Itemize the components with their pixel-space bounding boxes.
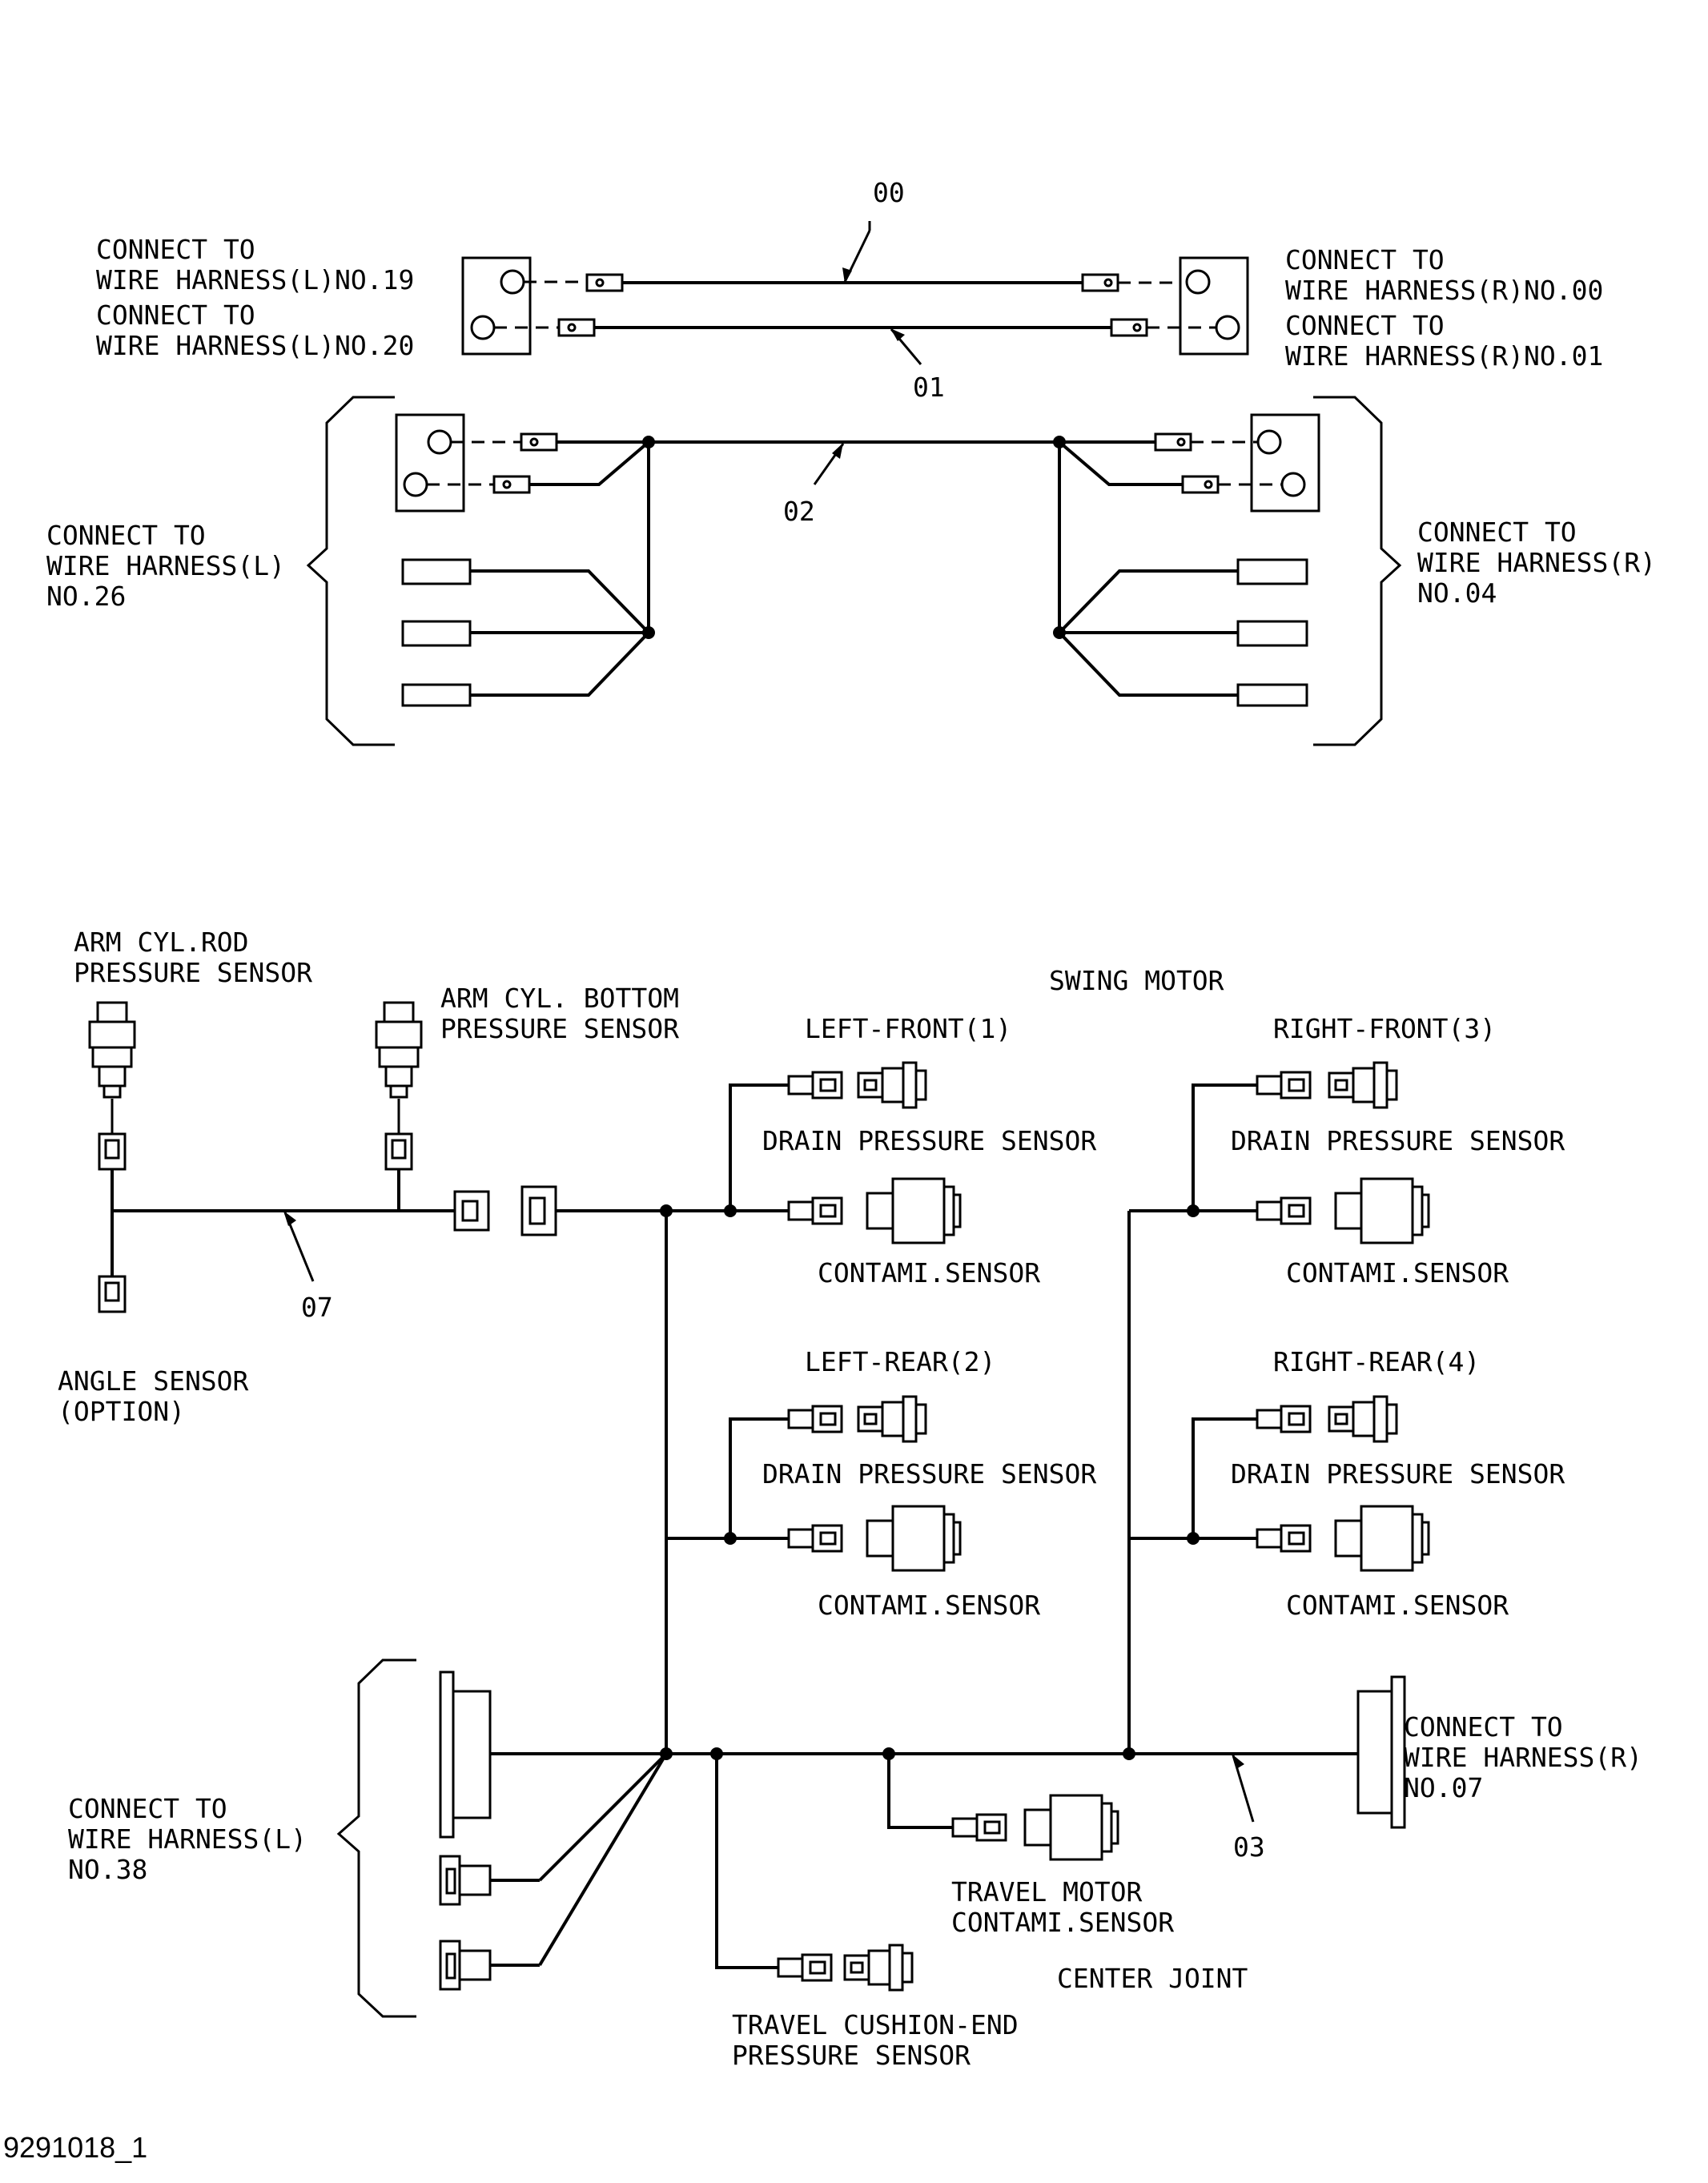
swing-motor-label: SWING MOTOR (1049, 965, 1224, 996)
spade-terminal-icon (1236, 620, 1308, 647)
center-joint-label: CENTER JOINT (1057, 1963, 1248, 1994)
drain-label-lr: DRAIN PRESSURE SENSOR (762, 1458, 1096, 1490)
right-group-connector-block (1250, 413, 1320, 513)
arm-rod-pressure-sensor-icon (88, 1001, 136, 1099)
left-group-connector-block (395, 413, 465, 513)
contami-label-rr: CONTAMI.SENSOR (1286, 1590, 1509, 1621)
contami-label-rf: CONTAMI.SENSOR (1286, 1257, 1509, 1288)
connector-flange-icon (1390, 1675, 1406, 1829)
travel-motor-label: TRAVEL MOTOR CONTAMI.SENSOR (951, 1876, 1174, 1938)
plug-icon (1256, 1196, 1312, 1225)
angle-sensor-label: ANGLE SENSOR (OPTION) (58, 1365, 264, 1427)
spade-terminal-icon (401, 620, 472, 647)
travel-cushion-pressure-sensor-icon (843, 1944, 914, 1992)
plug-icon (458, 1949, 492, 1981)
right-connect-group-07 (1356, 1675, 1406, 1829)
plug-icon (787, 1524, 843, 1553)
plug-icon (1256, 1405, 1312, 1433)
plug-icon (777, 1953, 833, 1982)
connector-body-icon (1356, 1690, 1393, 1815)
spade-terminal-icon (401, 558, 472, 585)
drain-label-lf: DRAIN PRESSURE SENSOR (762, 1125, 1096, 1156)
contami-sensor-icon (1334, 1177, 1430, 1244)
wire-07: 07 (88, 1001, 557, 1323)
left-front-sensor-group (729, 1061, 962, 1572)
plug-icon (787, 1071, 843, 1100)
contami-sensor-icon (1334, 1505, 1430, 1572)
travel-motor-contami-group (882, 1747, 1119, 1861)
travel-cushion-label: TRAVEL CUSHION-END PRESSURE SENSOR (732, 2009, 1035, 2071)
left-group-label: CONNECT TO WIRE HARNESS(L) NO.26 (46, 520, 301, 612)
wire-00: 00 (461, 177, 1249, 356)
wire-label-02: 02 (783, 496, 815, 527)
bottom-harness-section: 07 03 (58, 927, 1658, 2071)
left-bracket (306, 396, 395, 746)
terminal-icon (1185, 269, 1211, 295)
wire-label-03: 03 (1233, 1831, 1265, 1863)
wire-02: 02 (306, 396, 1402, 746)
spade-terminal-icon (1236, 558, 1308, 585)
drain-pressure-sensor-icon (857, 1061, 927, 1109)
contami-sensor-icon (866, 1177, 962, 1244)
plug-icon (585, 273, 624, 292)
right-group-label: CONNECT TO WIRE HARNESS(R) NO.04 (1417, 517, 1672, 609)
drain-label-rr: DRAIN PRESSURE SENSOR (1231, 1458, 1565, 1490)
plug-icon (557, 318, 596, 337)
drain-pressure-sensor-icon (1328, 1395, 1398, 1443)
right-sensor-group (1192, 1061, 1430, 1572)
right-rear-label: RIGHT-REAR(4) (1273, 1346, 1480, 1377)
drain-pressure-sensor-icon (857, 1395, 927, 1443)
travel-motor-contami-sensor-icon (1023, 1794, 1119, 1861)
right-front-label: RIGHT-FRONT(3) (1273, 1013, 1496, 1044)
contami-sensor-icon (866, 1505, 962, 1572)
arm-rod-label: ARM CYL.ROD PRESSURE SENSOR (74, 927, 312, 988)
plug-icon (520, 432, 558, 452)
plug-icon (787, 1196, 843, 1225)
left-bracket (336, 1658, 416, 2018)
plug-icon (1256, 1524, 1312, 1553)
plug-icon (458, 1864, 492, 1896)
drawing-number: 9291018_1 (3, 2131, 147, 2164)
spade-terminal-icon (401, 683, 472, 707)
left-group-38-label: CONNECT TO WIRE HARNESS(L) NO.38 (68, 1793, 323, 1885)
left-connect-group-38 (336, 1658, 668, 2018)
right-group-07-label: CONNECT TO WIRE HARNESS(R) NO.07 (1404, 1711, 1658, 1803)
left-front-label: LEFT-FRONT(1) (805, 1013, 1011, 1044)
travel-cushion-group (715, 1754, 914, 1992)
angle-sensor-plug-icon (98, 1275, 127, 1313)
wire-label-00: 00 (873, 177, 905, 208)
wire-label-07: 07 (301, 1292, 333, 1323)
drain-label-rf: DRAIN PRESSURE SENSOR (1231, 1125, 1565, 1156)
wire-01: 01 (494, 318, 1216, 403)
plug-icon (98, 1132, 127, 1171)
connector-flange-icon (439, 1670, 455, 1839)
plug-icon (384, 1132, 413, 1171)
connector-body-icon (452, 1690, 492, 1819)
right-bracket (1313, 396, 1402, 746)
contami-label-lf: CONTAMI.SENSOR (818, 1257, 1040, 1288)
wire-label-01: 01 (913, 372, 945, 403)
plug-icon (787, 1405, 843, 1433)
contami-label-lr: CONTAMI.SENSOR (818, 1590, 1040, 1621)
plug-icon (492, 475, 531, 494)
arm-bottom-pressure-sensor-icon (375, 1001, 423, 1099)
top-harness-section: 00 01 (46, 177, 1672, 746)
left-upper-label-2: CONNECT TO WIRE HARNESS(L)NO.20 (96, 300, 414, 361)
left-upper-label-1: CONNECT TO WIRE HARNESS(L)NO.19 (96, 234, 414, 295)
left-rear-label: LEFT-REAR(2) (805, 1346, 995, 1377)
plug-icon (1256, 1071, 1312, 1100)
arm-bottom-label: ARM CYL. BOTTOM PRESSURE SENSOR (440, 983, 695, 1044)
drain-pressure-sensor-icon (1328, 1061, 1398, 1109)
plug-icon (951, 1813, 1007, 1842)
right-upper-label-1: CONNECT TO WIRE HARNESS(R)NO.00 (1285, 244, 1603, 306)
spade-terminal-icon (1236, 683, 1308, 707)
right-upper-label-2: CONNECT TO WIRE HARNESS(R)NO.01 (1285, 310, 1603, 372)
